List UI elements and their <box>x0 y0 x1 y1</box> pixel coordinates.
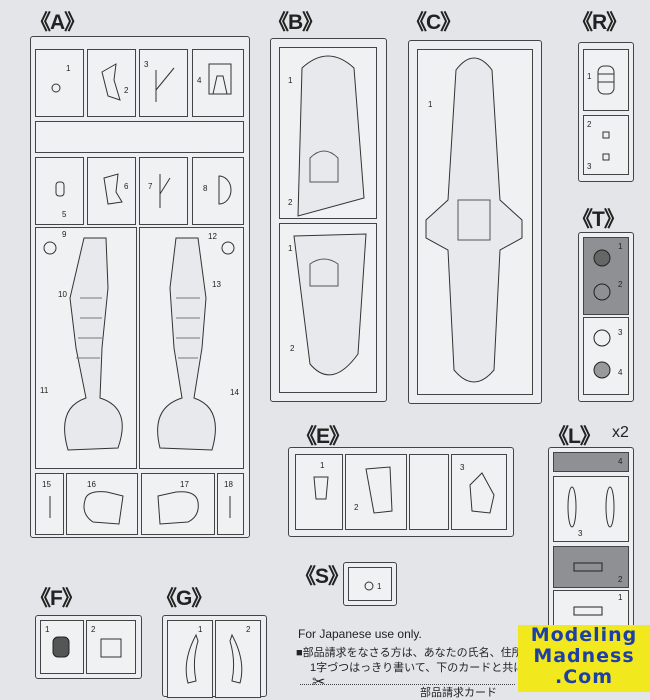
section-t-label: 《T》 <box>572 208 625 231</box>
part-a17: 17 <box>141 473 215 535</box>
part-a18: 18 <box>217 473 244 535</box>
lower-wing-full-part: 1 <box>417 49 533 395</box>
part-a7: 7 <box>139 157 188 225</box>
part-a1: 1 <box>35 49 84 117</box>
part-a16: 16 <box>66 473 138 535</box>
sprue-s: 1 <box>343 562 397 606</box>
part-a6: 6 <box>87 157 136 225</box>
part-a15: 15 <box>35 473 64 535</box>
part-r1-canopy: 1 <box>583 49 629 111</box>
section-s-label: 《S》 <box>295 565 349 588</box>
part-a3: 3 <box>139 49 188 117</box>
section-c-label: 《C》 <box>406 11 461 34</box>
part-e3: 3 <box>451 454 507 530</box>
part-a8: 8 <box>192 157 244 225</box>
modeling-madness-logo: Modeling Madness .Com <box>518 625 650 692</box>
part-s1: 1 <box>348 567 392 601</box>
section-e-label: 《E》 <box>296 425 350 448</box>
notice-japanese-line1: ■部品請求をなさる方は、あなたの氏名、住所、郵便番号、電話番号を <box>296 647 518 659</box>
sprue-c: 1 <box>408 40 542 404</box>
section-a-label: 《A》 <box>30 11 85 34</box>
part-g1: 1 <box>167 620 213 698</box>
notice-japanese-line2: 1字づつはっきり書いて、下のカードと共にお申し込みください。 <box>310 662 518 674</box>
part-f2: 2 <box>86 620 136 674</box>
part-a4: 4 <box>192 49 244 117</box>
section-f-label: 《F》 <box>30 587 83 610</box>
section-l-label: 《L》 <box>548 425 601 448</box>
part-e1: 1 <box>295 454 343 530</box>
part-g2: 2 <box>215 620 261 698</box>
section-b-label: 《B》 <box>268 11 323 34</box>
notice-english: For Japanese use only. <box>298 627 422 641</box>
part-e-empty <box>409 454 449 530</box>
part-l4: 4 <box>553 452 629 472</box>
sprue-a-strip <box>35 121 244 153</box>
part-f1: 1 <box>40 620 84 674</box>
section-g-label: 《G》 <box>156 587 212 610</box>
section-r-label: 《R》 <box>572 11 627 34</box>
part-a5: 5 <box>35 157 84 225</box>
sprue-e: 1 2 3 <box>288 447 514 537</box>
section-l-multiplier: x2 <box>612 424 629 441</box>
sprue-f: 1 2 <box>35 615 142 679</box>
scissors-icon: ✂ <box>312 674 326 691</box>
part-l3-propeller: 3 <box>553 476 629 542</box>
part-l2: 2 <box>553 546 629 588</box>
part-a2: 2 <box>87 49 136 117</box>
part-e2: 2 <box>345 454 407 530</box>
card-title: 部品請求カード <box>420 687 497 699</box>
cut-line <box>300 684 515 685</box>
sprue-g: 1 2 <box>162 615 267 698</box>
